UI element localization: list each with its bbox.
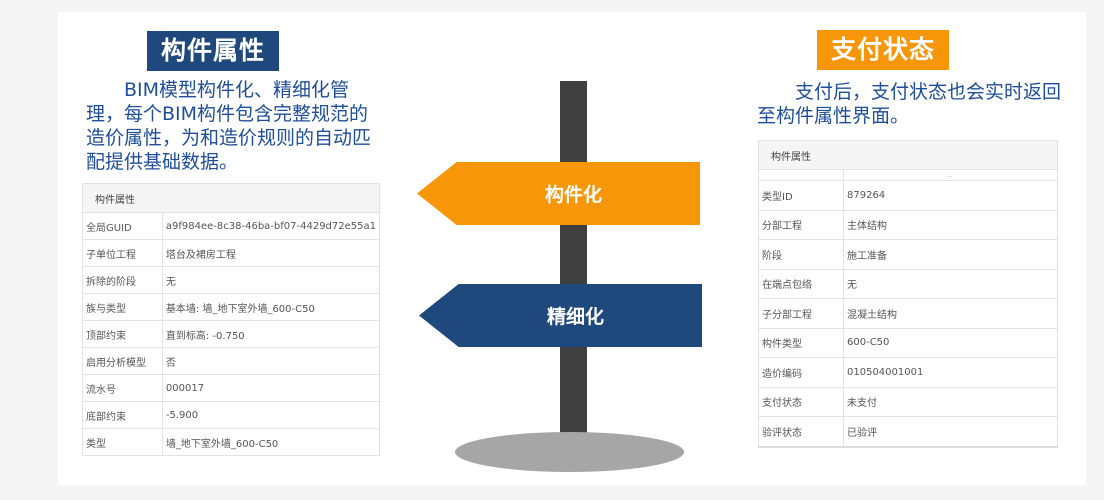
row-key: 族与类型 [82,293,163,321]
gap-mark: .. [843,169,1058,181]
sign-componentization: 构件化 [417,162,700,225]
sign-label: 精细化 [546,306,604,328]
table-row: 拆除的阶段无 [82,266,381,294]
signpost-pole [560,81,587,433]
sign-label: 构件化 [544,184,602,206]
row-value: 混凝土结构 [843,298,1058,329]
table-row: 启用分析模型否 [82,347,381,375]
row-key: 子单位工程 [82,239,163,267]
table-row: 底部约束-5.900 [82,401,381,429]
row-key: 构件类型 [758,327,844,358]
row-key: 分部工程 [758,209,844,240]
row-value: 主体结构 [843,209,1058,240]
table-row: 验评状态已验评 [758,416,1058,447]
table-row: 在端点包络无 [758,268,1058,299]
row-value: 施工准备 [843,239,1058,270]
row-key: 造价编码 [758,357,844,388]
component-attributes-description: BIM模型构件化、精细化管理，每个BIM构件包含完整规范的造价属性，为和造价规则… [86,79,372,173]
row-key: 流水号 [82,374,163,402]
table-row: 子单位工程塔台及裙房工程 [82,239,381,267]
row-key: 类型 [82,428,163,456]
row-value: 基本墙: 墙_地下室外墙_600-C50 [161,293,381,321]
table-header-row: 构件属性 [758,140,1058,170]
signpost-base [455,432,684,472]
table-header-row: 构件属性 [82,183,380,213]
table-row: 类型墙_地下室外墙_600-C50 [82,428,381,456]
table-header: 构件属性 [758,140,1058,170]
row-value: 已验评 [843,416,1058,447]
row-key: 支付状态 [758,386,844,417]
row-value: -5.900 [161,401,381,429]
table-row: 阶段施工准备 [758,239,1058,270]
row-value: 无 [161,266,381,294]
table-row: 支付状态未支付 [758,386,1058,417]
row-value: 010504001001 [843,357,1058,388]
table-row: 族与类型基本墙: 墙_地下室外墙_600-C50 [82,293,381,321]
row-key: 在端点包络 [758,268,844,299]
payment-status-description: 支付后，支付状态也会实时返回至构件属性界面。 [757,81,1062,127]
row-value: 879264 [843,180,1058,211]
row-key: 验评状态 [758,416,844,447]
row-key: 底部约束 [82,401,163,429]
table-row: 顶部约束直到标高: -0.750 [82,320,381,348]
gap-cell [758,169,844,181]
row-value: 未支付 [843,386,1058,417]
row-key: 拆除的阶段 [82,266,163,294]
row-value: a9f984ee-8c38-46ba-bf07-4429d72e55a1 [161,212,381,240]
row-value: 直到标高: -0.750 [161,320,381,348]
table-row: 分部工程主体结构 [758,209,1058,240]
component-attributes-title: 构件属性 [147,31,279,71]
payment-status-title: 支付状态 [817,30,949,70]
row-key: 子分部工程 [758,298,844,329]
row-value: 600-C50 [843,327,1058,358]
table-gap-row: .. [758,169,1058,181]
table-row: 子分部工程混凝土结构 [758,298,1058,329]
row-key: 启用分析模型 [82,347,163,375]
row-value: 墙_地下室外墙_600-C50 [161,428,381,456]
row-key: 阶段 [758,239,844,270]
row-key: 类型ID [758,180,844,211]
row-key: 全局GUID [82,212,163,240]
table-header: 构件属性 [82,183,380,213]
row-key: 顶部约束 [82,320,163,348]
row-value: 塔台及裙房工程 [161,239,381,267]
row-value: 无 [843,268,1058,299]
row-value: 否 [161,347,381,375]
row-value: 000017 [161,374,381,402]
sign-refinement: 精细化 [419,284,702,347]
